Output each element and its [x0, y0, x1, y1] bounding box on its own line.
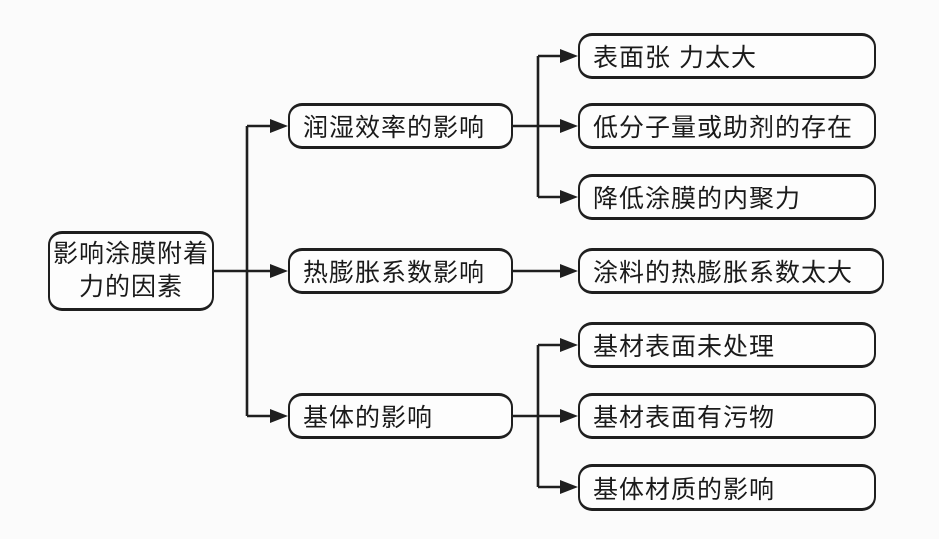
node-label: 涂料的热膨胀系数太大	[593, 259, 854, 287]
arrowhead-icon	[270, 409, 288, 423]
arrowhead-icon	[560, 338, 578, 352]
node-branch-thermal-expansion: 热膨胀系数影响	[288, 248, 513, 294]
edge-root-to-branches	[212, 119, 288, 423]
node-label: 基体的影响	[303, 404, 434, 432]
node-label: 影响涂膜附着力的因素	[52, 240, 209, 301]
node-label: 基体材质的影响	[593, 475, 776, 504]
arrowhead-icon	[270, 119, 288, 133]
edge-substrate-to-leaves	[513, 338, 578, 494]
edge-wetting-to-leaves	[513, 49, 578, 204]
node-branch-substrate: 基体的影响	[288, 393, 513, 439]
arrowhead-icon	[560, 409, 578, 423]
node-label: 降低涂膜的内聚力	[593, 185, 802, 213]
node-label: 基材表面有污物	[593, 404, 776, 432]
node-leaf-surface-contaminated: 基材表面有污物	[578, 393, 876, 439]
arrowhead-icon	[560, 119, 578, 133]
arrowhead-icon	[560, 49, 578, 63]
node-leaf-low-molecular-additives: 低分子量或助剂的存在	[578, 103, 876, 149]
node-root-adhesion-factors: 影响涂膜附着力的因素	[48, 231, 214, 311]
node-label: 润湿效率的影响	[303, 114, 486, 142]
node-leaf-reduced-cohesion: 降低涂膜的内聚力	[578, 174, 876, 220]
node-label: 低分子量或助剂的存在	[593, 114, 854, 142]
node-label: 基材表面未处理	[593, 333, 776, 361]
node-leaf-coating-expansion-too-large: 涂料的热膨胀系数太大	[578, 248, 884, 294]
node-label: 热膨胀系数影响	[303, 259, 486, 287]
arrowhead-icon	[560, 480, 578, 494]
node-label: 表面张 力太大	[593, 44, 757, 72]
arrowhead-icon	[560, 264, 578, 278]
arrowhead-icon	[560, 190, 578, 204]
node-branch-wetting-efficiency: 润湿效率的影响	[288, 103, 513, 149]
node-leaf-surface-untreated: 基材表面未处理	[578, 322, 876, 368]
arrowhead-icon	[270, 264, 288, 278]
node-leaf-surface-tension: 表面张 力太大	[578, 33, 876, 79]
node-leaf-substrate-material: 基体材质的影响	[578, 464, 876, 511]
edge-thermal-to-leaf	[513, 264, 578, 278]
